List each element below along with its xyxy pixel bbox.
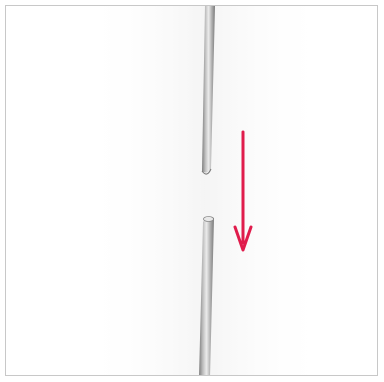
- illustration-canvas: [6, 6, 378, 376]
- illustration-frame: [5, 5, 378, 376]
